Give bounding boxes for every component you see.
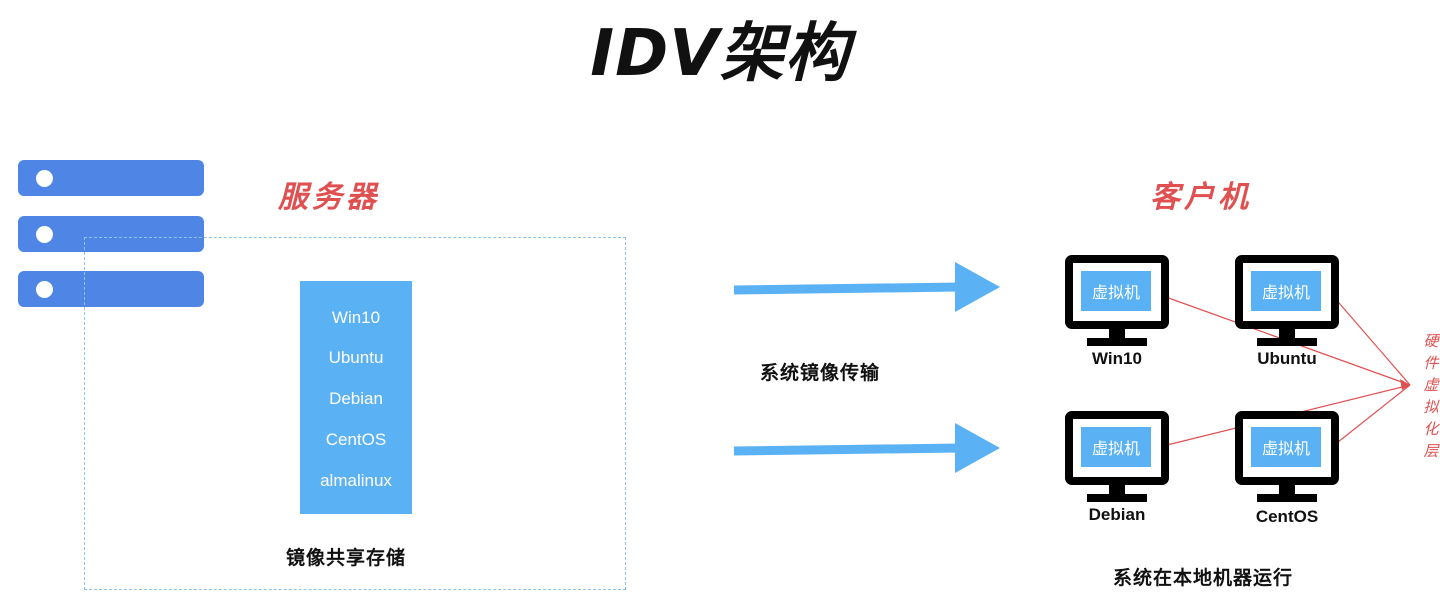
vertical-char: 虚 — [1423, 376, 1439, 394]
os-label: CentOS — [1255, 507, 1319, 526]
vm-box: 虚拟机 — [1081, 427, 1151, 467]
monitor-neck — [1109, 329, 1125, 338]
monitor-stand — [1257, 338, 1317, 346]
server-rack-unit — [18, 160, 204, 196]
storage-caption: 镜像共享存储 — [286, 547, 407, 569]
vm-box: 虚拟机 — [1081, 271, 1151, 311]
server-region — [84, 237, 626, 590]
monitor-neck — [1279, 485, 1295, 494]
image-item: Debian — [329, 389, 383, 408]
image-list: Win10 Ubuntu Debian CentOS almalinux — [300, 281, 412, 514]
hardware-virtualization-layer-label: 硬 件 虚 拟 化 层 — [1420, 330, 1440, 462]
vertical-char: 拟 — [1423, 398, 1439, 416]
server-rack-unit — [18, 271, 204, 307]
os-label: Debian — [1088, 505, 1146, 524]
image-item: Win10 — [331, 308, 381, 327]
image-item: CentOS — [325, 430, 387, 449]
server-led — [36, 226, 53, 243]
monitor-icon: 虚拟机 Debian — [1065, 411, 1169, 524]
run-caption: 系统在本地机器运行 — [1113, 567, 1294, 589]
server-led — [36, 170, 53, 187]
vertical-char: 硬 — [1423, 332, 1439, 350]
monitor-neck — [1279, 329, 1295, 338]
page-title: IDV架构 — [590, 17, 850, 91]
vertical-char: 层 — [1423, 442, 1439, 460]
monitor-icon: 虚拟机 Win10 — [1065, 255, 1169, 368]
server-label: 服务器 — [278, 180, 380, 215]
monitor-stand — [1087, 494, 1147, 502]
transfer-caption: 系统镜像传输 — [760, 362, 881, 384]
image-item: almalinux — [320, 471, 392, 490]
vm-box: 虚拟机 — [1251, 271, 1321, 311]
client-label: 客户机 — [1150, 180, 1252, 215]
os-label: Win10 — [1092, 349, 1142, 368]
vm-box: 虚拟机 — [1251, 427, 1321, 467]
server-led — [36, 281, 53, 298]
arrowhead-icon — [1400, 379, 1410, 390]
monitor-stand — [1087, 338, 1147, 346]
monitor-icon: 虚拟机 Ubuntu — [1235, 255, 1339, 368]
image-item: Ubuntu — [328, 348, 384, 367]
vertical-char: 件 — [1423, 354, 1439, 372]
monitor-neck — [1109, 485, 1125, 494]
server-rack-unit — [18, 216, 204, 252]
monitor-stand — [1257, 494, 1317, 502]
monitor-icon: 虚拟机 CentOS — [1235, 411, 1339, 526]
vertical-char: 化 — [1423, 420, 1439, 438]
arrow-right-icon — [733, 423, 1000, 473]
arrow-right-icon — [733, 262, 1000, 312]
os-label: Ubuntu — [1257, 349, 1317, 368]
